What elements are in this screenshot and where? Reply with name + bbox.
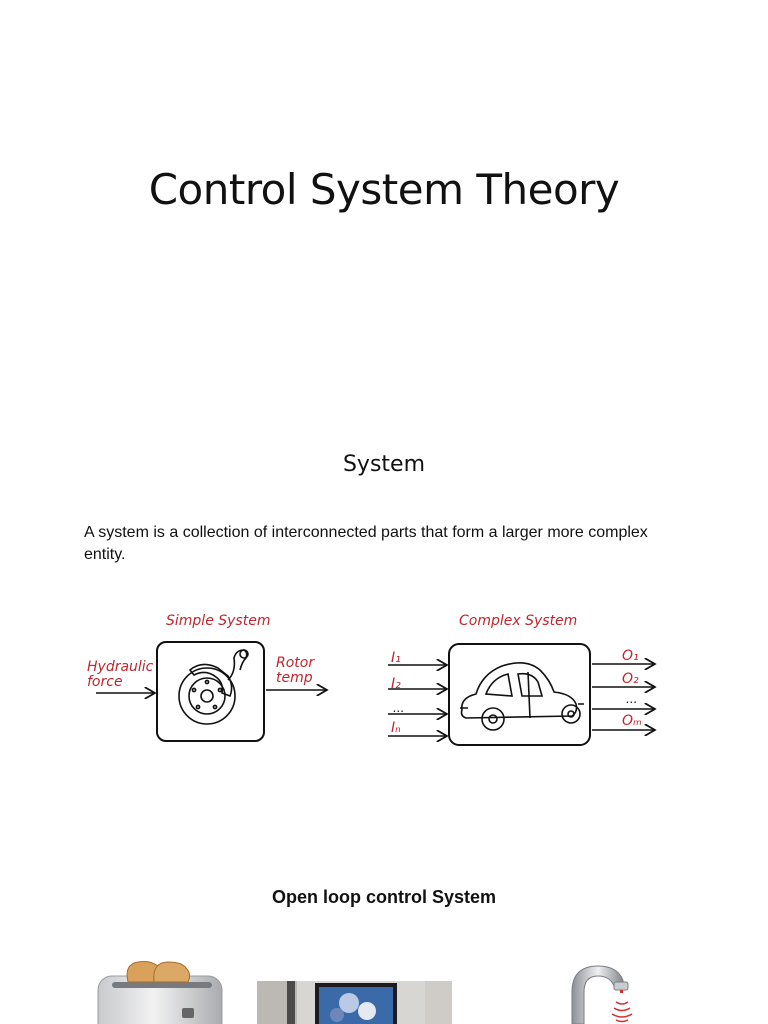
input-label: I₂ (391, 676, 401, 692)
television-image (257, 981, 452, 1024)
output-label-line2: temp (276, 670, 313, 686)
car-icon (460, 662, 584, 731)
complex-system: Complex System I₁ I₂ ... Iₙ O₁ O₂ ... Oₘ (388, 613, 655, 746)
input-label: Iₙ (391, 720, 401, 736)
input-label: ... (393, 701, 404, 715)
complex-system-box (448, 643, 591, 746)
output-label-line1: Rotor (276, 655, 315, 671)
output-label: O₁ (622, 648, 639, 664)
definition-text: A system is a collection of interconnect… (84, 524, 648, 563)
simple-system-box (156, 641, 265, 742)
sensor-faucet-image (571, 965, 633, 1024)
input-label-line1: Hydraulic (87, 659, 154, 675)
simple-system: Simple System Hydraulic force Rotor temp (87, 613, 327, 742)
input-label: I₁ (391, 650, 401, 666)
open-loop-heading: Open loop control System (271, 887, 497, 907)
input-label-line2: force (87, 674, 123, 690)
page-title: Control System Theory (148, 165, 620, 214)
simple-system-label: Simple System (166, 613, 270, 629)
complex-system-label: Complex System (459, 613, 577, 629)
output-label: ... (626, 692, 637, 706)
output-label: O₂ (622, 671, 639, 687)
system-diagrams: Simple System Hydraulic force Rotor temp… (87, 613, 768, 746)
section-heading: System (342, 452, 426, 477)
output-label: Oₘ (622, 713, 642, 729)
toaster-image (97, 961, 223, 1024)
brake-disc-icon (178, 649, 249, 725)
